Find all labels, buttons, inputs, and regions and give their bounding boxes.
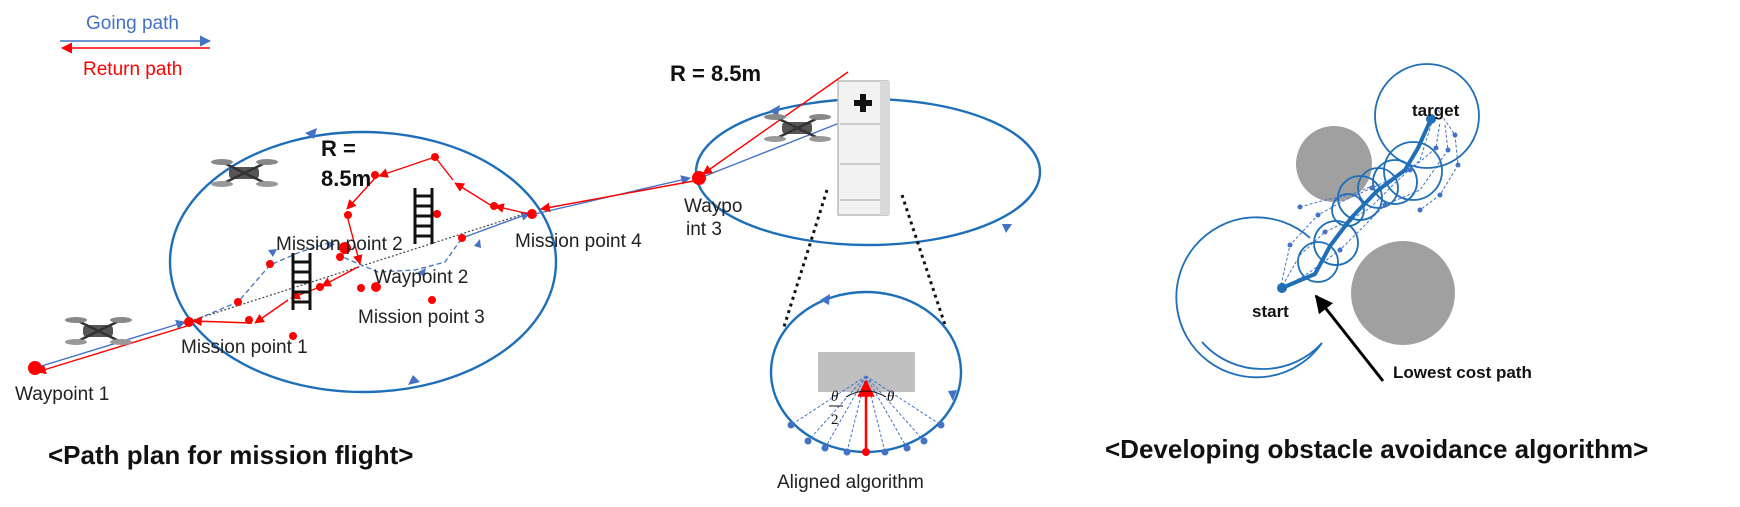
orbit-arrow-icon [1002,224,1012,233]
drone-icon [211,159,278,187]
waypoint-3-marker [692,171,706,185]
zoom-line [900,194,948,329]
return-path-points [234,153,498,340]
ladder-icon [291,253,312,310]
going-path-inner [189,237,463,323]
angle-arc [845,390,887,398]
waypoint-1-marker [28,361,42,375]
lowest-cost-path-line [1281,118,1433,290]
mission-point-1-label: Mission point 1 [181,337,308,358]
going-path-segment [34,319,186,369]
orbit-circle-large [168,130,558,394]
zoom-line [781,189,829,331]
ladder-icon [413,188,434,244]
aligned-algorithm-caption: Aligned algorithm [777,472,924,493]
sensor-points [787,421,945,456]
search-circles [1175,63,1480,379]
mission-point-3-marker [371,282,381,292]
waypoint-1-label: Waypoint 1 [15,384,109,405]
path-arrow-icon [327,241,335,249]
orbit-arrow-icon [305,128,317,139]
waypoint-3-label-line-1: Waypo [684,196,742,217]
first-aid-cabinet-icon [837,80,890,216]
theta-label: θ [887,389,895,405]
theta-half-numerator: θ [831,389,839,405]
obstacle-circle [1296,126,1372,202]
waypoint-2-marker [339,242,351,254]
radius-label-line-1: R = [321,136,356,161]
radius-label: R = 8.5m [670,61,761,86]
start-marker [1277,283,1287,293]
waypoint-3-diagram: R = 8.5m Waypo int 3 [534,61,1042,493]
path-arrow-icon [268,249,277,257]
lowest-cost-pointer-arrow [1314,294,1385,382]
theta-half-denominator: 2 [831,412,839,428]
path-arrow-icon [474,239,481,248]
path-arrow-icon [418,268,426,277]
return-path-segment [36,325,188,375]
waypoint-3-label-line-2: int 3 [686,219,722,240]
orbit-arrow-icon [820,294,830,305]
legend-going-label: Going path [86,13,179,34]
mission-path-diagram: R = 8.5m Mission point 2 Waypoint 2 Miss… [15,128,642,470]
target-label: target [1412,101,1460,120]
orbit-arrow-icon [408,375,420,385]
mission-point-1-marker [184,317,194,327]
left-title: <Path plan for mission flight> [48,440,414,470]
sensor-rays [790,375,942,453]
mission-point-3-label: Mission point 3 [358,307,485,328]
drone-icon [65,317,132,345]
mission-point-4-marker [527,209,537,219]
mission-point-2-label: Mission point 2 [276,234,403,255]
drone-icon [764,114,831,142]
drone-position-marker [862,448,870,456]
center-line [189,211,531,322]
return-path-segment [540,179,700,213]
obstacle-circle [1351,241,1455,345]
legend-return-label: Return path [83,59,182,80]
search-circle-arc [1201,341,1265,370]
right-title: <Developing obstacle avoidance algorithm… [1105,434,1648,464]
waypoint-2-label: Waypoint 2 [374,267,468,288]
aligned-algorithm-detail: θ θ 2 Aligned algorithm [769,290,963,493]
return-path-inner [192,156,534,327]
mission-point-4-label: Mission point 4 [515,231,642,252]
going-path-segment [699,118,848,179]
start-label: start [1252,302,1289,321]
radius-label-line-2: 8.5m [321,166,371,191]
orbit-arrow-icon [948,390,957,401]
legend: Going path Return path [60,13,212,80]
obstacle-avoidance-diagram: target start Lowest cost path <Developin… [1105,63,1648,464]
return-path-segment [702,71,849,175]
target-marker [1426,114,1436,124]
going-path-segment [461,211,531,239]
orbit-arrow-icon [769,105,780,116]
lowest-cost-label: Lowest cost path [1393,363,1532,382]
